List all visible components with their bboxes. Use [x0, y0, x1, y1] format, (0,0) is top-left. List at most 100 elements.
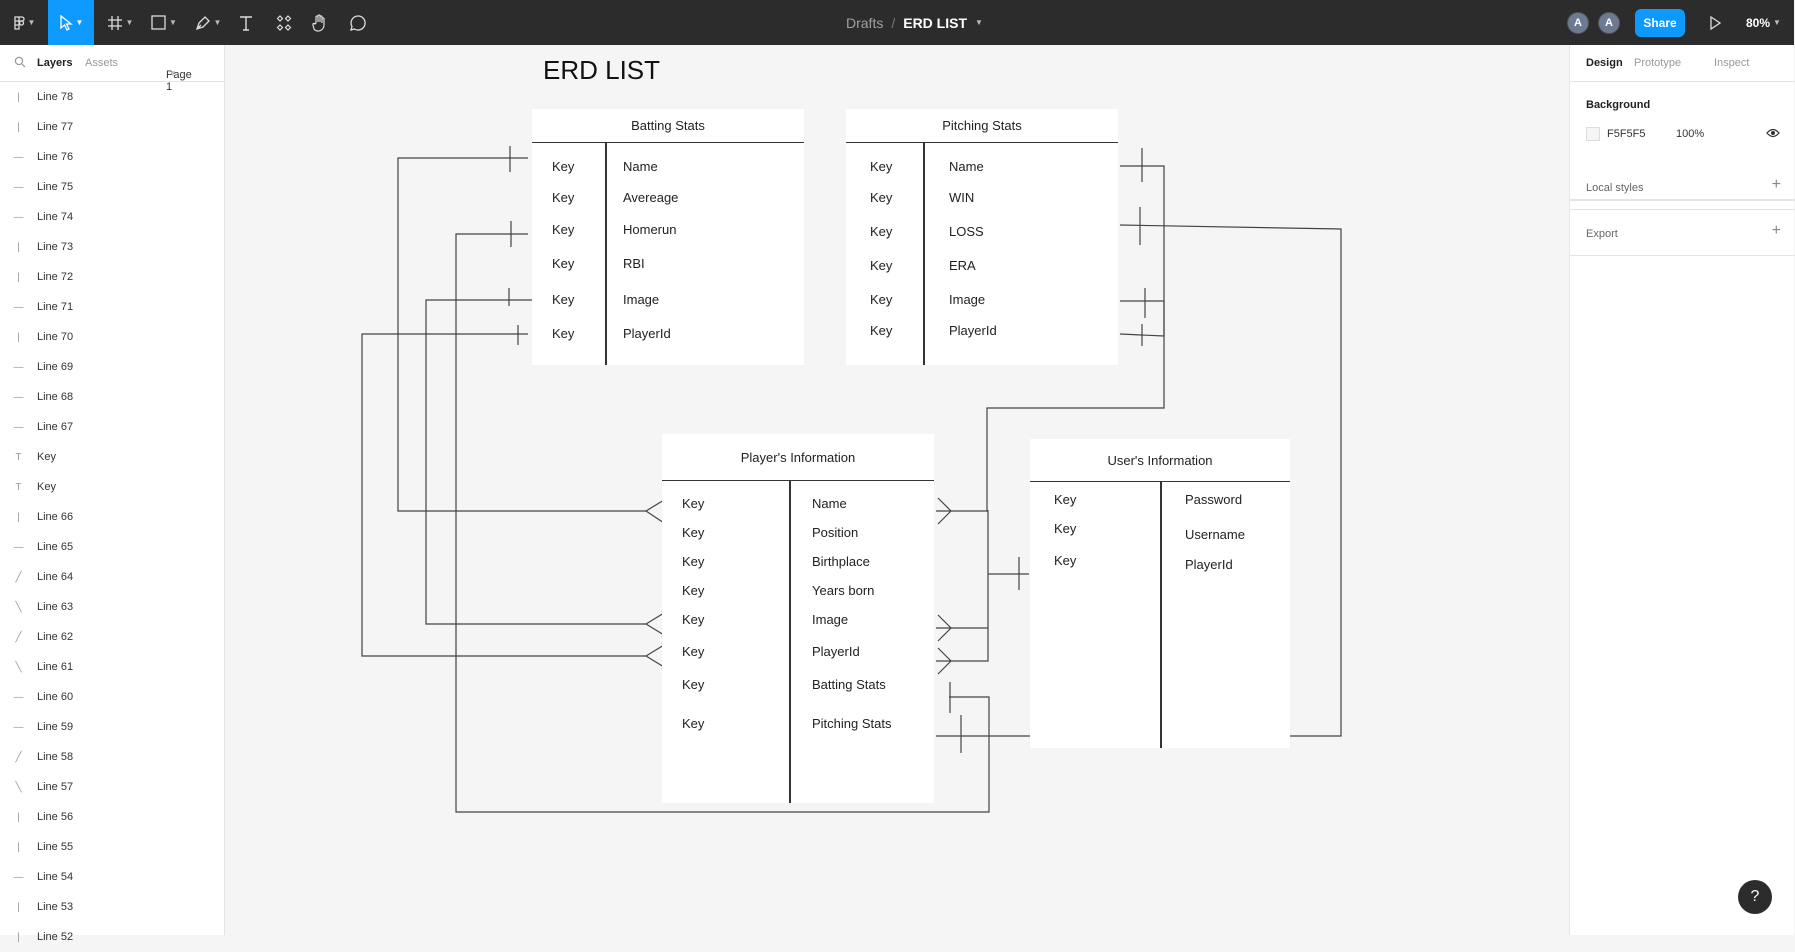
layer-item[interactable]: |Line 73	[0, 232, 225, 262]
background-opacity[interactable]: 100%	[1676, 128, 1705, 140]
layer-item[interactable]: ╱Line 64	[0, 562, 225, 592]
layer-item[interactable]: —Line 68	[0, 382, 225, 412]
layer-item[interactable]: ╲ Line 57	[0, 772, 225, 802]
text-icon: T	[15, 481, 22, 493]
layer-item[interactable]: —Line 54	[0, 862, 225, 892]
layer-item[interactable]: ╱Line 62	[0, 622, 225, 652]
chevron-down-icon: ▼	[125, 18, 134, 27]
comment-icon	[350, 14, 366, 31]
layer-item-label: Line 60	[37, 691, 74, 703]
avatar[interactable]: A	[1598, 12, 1620, 34]
layer-item[interactable]: |Line 72	[0, 262, 225, 292]
layer-item[interactable]: |Line 55	[0, 832, 225, 862]
vertical-line-icon: |	[17, 91, 20, 103]
top-toolbar: ▼ ▼ ▼ ▼ ▼ Drafts / ERD LIST ▼ A A Share …	[0, 0, 1794, 45]
chevron-down-icon: ▼	[169, 18, 177, 27]
key-cell: Key	[870, 159, 893, 174]
tab-layers[interactable]: Layers	[37, 57, 73, 69]
layer-item[interactable]: ╲Line 63	[0, 592, 225, 622]
tab-assets[interactable]: Assets	[85, 57, 119, 69]
field-cell: Position	[812, 525, 859, 540]
shape-tool-button[interactable]: ▼	[146, 0, 182, 45]
layer-item-label: Line 54	[37, 871, 74, 883]
vertical-line-icon: |	[17, 811, 20, 823]
crow-foot	[644, 644, 665, 668]
export-section: Export +	[1570, 210, 1795, 256]
share-button[interactable]: Share	[1635, 9, 1685, 37]
layer-item[interactable]: —Line 60	[0, 682, 225, 712]
layer-item[interactable]: —Line 74	[0, 202, 225, 232]
zoom-dropdown[interactable]: 80% ▼	[1746, 0, 1781, 45]
components-tool-button[interactable]	[272, 0, 296, 45]
layer-item[interactable]: |Line 70	[0, 322, 225, 352]
comment-tool-button[interactable]	[346, 0, 370, 45]
pen-tool-button[interactable]: ▼	[190, 0, 226, 45]
layers-panel: Layers Assets Page 1 ▼ |Line 78|Line 77—…	[0, 45, 225, 943]
main-menu-button[interactable]: ▼	[8, 0, 40, 45]
play-icon	[1710, 15, 1722, 30]
file-name[interactable]: ERD LIST	[903, 14, 968, 31]
divider	[1570, 200, 1795, 201]
breadcrumb-drafts[interactable]: Drafts	[846, 14, 884, 31]
layer-item[interactable]: |Line 66	[0, 502, 225, 532]
horizontal-line-icon: —	[13, 211, 24, 223]
avatar[interactable]: A	[1567, 12, 1589, 34]
tab-prototype[interactable]: Prototype	[1634, 57, 1682, 69]
layer-item[interactable]: ╲Line 61	[0, 652, 225, 682]
layer-item[interactable]: ╱Line 58	[0, 742, 225, 772]
chevron-down-icon[interactable]: ▼	[975, 18, 983, 27]
layer-item[interactable]: |Line 52	[0, 922, 225, 952]
field-cell: Batting Stats	[812, 677, 886, 692]
layer-item[interactable]: —Line 75	[0, 172, 225, 202]
right-panel-tabs: Design Prototype Inspect	[1570, 45, 1795, 82]
layer-item-label: Line 76	[37, 151, 74, 163]
layer-item-label: Line 68	[37, 391, 74, 403]
hand-tool-button[interactable]	[308, 0, 332, 45]
layer-item-label: Line 52	[37, 931, 74, 943]
layer-item[interactable]: —Line 69	[0, 352, 225, 382]
layer-item-label: Line 67	[37, 421, 74, 433]
crow-foot	[937, 614, 952, 642]
layer-item-label: Line 57	[37, 781, 74, 793]
layer-item[interactable]: —Line 76	[0, 142, 225, 172]
layer-item-label: Line 77	[37, 121, 74, 133]
frame-tool-button[interactable]: ▼	[102, 0, 138, 45]
horizontal-line-icon: —	[13, 361, 24, 373]
layer-item[interactable]: —Line 67	[0, 412, 225, 442]
key-cell: Key	[682, 583, 705, 598]
layer-item[interactable]: |Line 56	[0, 802, 225, 832]
add-style-icon[interactable]: +	[1771, 176, 1781, 193]
rel-line-pitching-image	[1120, 300, 1165, 336]
layer-item[interactable]: —Line 65	[0, 532, 225, 562]
present-button[interactable]	[1702, 0, 1728, 45]
layer-item[interactable]: T Key	[0, 472, 225, 502]
layer-item[interactable]: |Line 78	[0, 82, 225, 112]
add-export-icon[interactable]: +	[1771, 222, 1781, 239]
move-tool-button[interactable]: ▼	[48, 0, 94, 45]
layer-item[interactable]: —Line 59	[0, 712, 225, 742]
background-hex[interactable]: F5F5F5	[1607, 128, 1646, 140]
local-styles-section: Local styles +	[1570, 164, 1795, 210]
help-button[interactable]: ?	[1738, 880, 1772, 914]
eye-icon[interactable]	[1766, 127, 1780, 142]
layer-item[interactable]: —Line 71	[0, 292, 225, 322]
layer-item[interactable]: |Line 77	[0, 112, 225, 142]
components-icon	[276, 14, 292, 31]
search-icon[interactable]	[14, 56, 26, 71]
chevron-down-icon: ▼	[1773, 18, 1781, 27]
diagonal-line-icon: ╲	[15, 781, 22, 793]
diagonal-line-icon: ╱	[15, 631, 22, 643]
rel-line-batting-playerid	[361, 333, 646, 657]
tab-inspect[interactable]: Inspect	[1714, 57, 1750, 69]
color-swatch[interactable]	[1586, 127, 1600, 141]
layer-item[interactable]: |Line 53	[0, 892, 225, 922]
layer-item-label: Key	[37, 481, 56, 493]
text-tool-button[interactable]	[234, 0, 258, 45]
tab-design[interactable]: Design	[1586, 57, 1623, 69]
